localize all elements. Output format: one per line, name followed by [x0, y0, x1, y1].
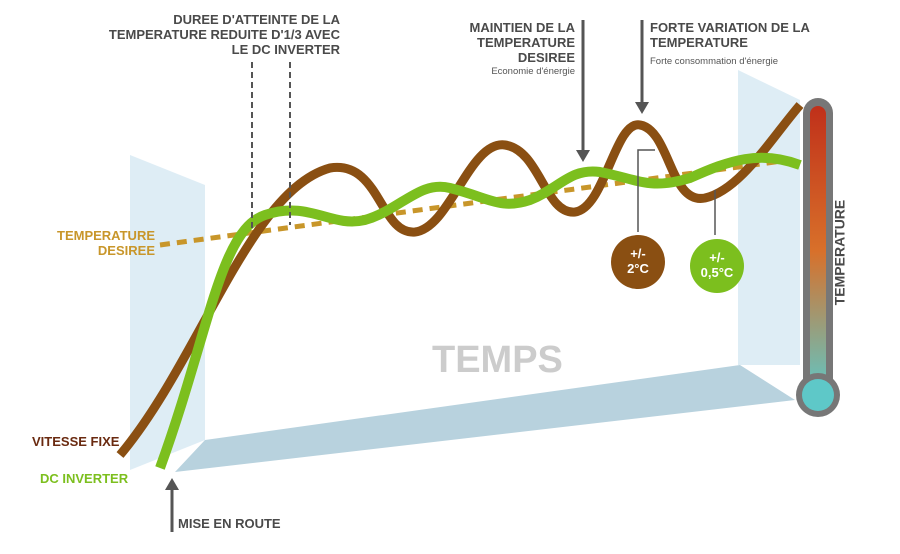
badge-inverter-text: +/-0,5°C — [690, 250, 744, 280]
vitesse-fixe-curve — [116, 102, 804, 458]
badge-fixe-line1: +/- — [630, 246, 646, 261]
maintien-sublabel: Economie d'énergie — [491, 66, 575, 77]
badge-fixe-line2: 2°C — [627, 261, 649, 276]
temps-label: TEMPS — [432, 339, 563, 381]
thermometer-bulb-fill — [802, 379, 834, 411]
duree-label: DUREE D'ATTEINTE DE LA TEMPERATURE REDUI… — [108, 12, 340, 57]
right-wall — [738, 70, 800, 365]
forte-arrow-head — [635, 102, 649, 114]
vitesse-fixe-label: VITESSE FIXE — [32, 434, 120, 449]
temperature-desiree-label: TEMPERATURE DESIREE — [57, 228, 155, 258]
dc-inverter-curve — [155, 152, 802, 470]
badge-inverter — [690, 239, 744, 293]
badge-fixe — [611, 235, 665, 289]
forte-sublabel: Forte consommation d'énergie — [650, 56, 779, 67]
desired-temperature-line — [159, 157, 791, 248]
badge-fixe-text: +/-2°C — [611, 246, 665, 276]
maintien-label: MAINTIEN DE LA TEMPERATURE DESIREE — [469, 20, 575, 65]
badge-inverter-line2: 0,5°C — [700, 265, 734, 280]
forte-label: FORTE VARIATION DE LA TEMPERATURE — [650, 20, 810, 50]
badge-inverter-line1: +/- — [709, 250, 725, 265]
floor — [175, 365, 795, 472]
thermometer-fill — [810, 106, 826, 396]
badge-connector-fixe — [637, 149, 655, 232]
mise-en-route-label: MISE EN ROUTE — [178, 516, 281, 531]
mise-arrow-head — [165, 478, 179, 490]
maintien-arrow-head — [576, 150, 590, 162]
dc-inverter-label: DC INVERTER — [40, 471, 129, 486]
temperature-axis-label: TEMPERATURE — [831, 199, 848, 306]
